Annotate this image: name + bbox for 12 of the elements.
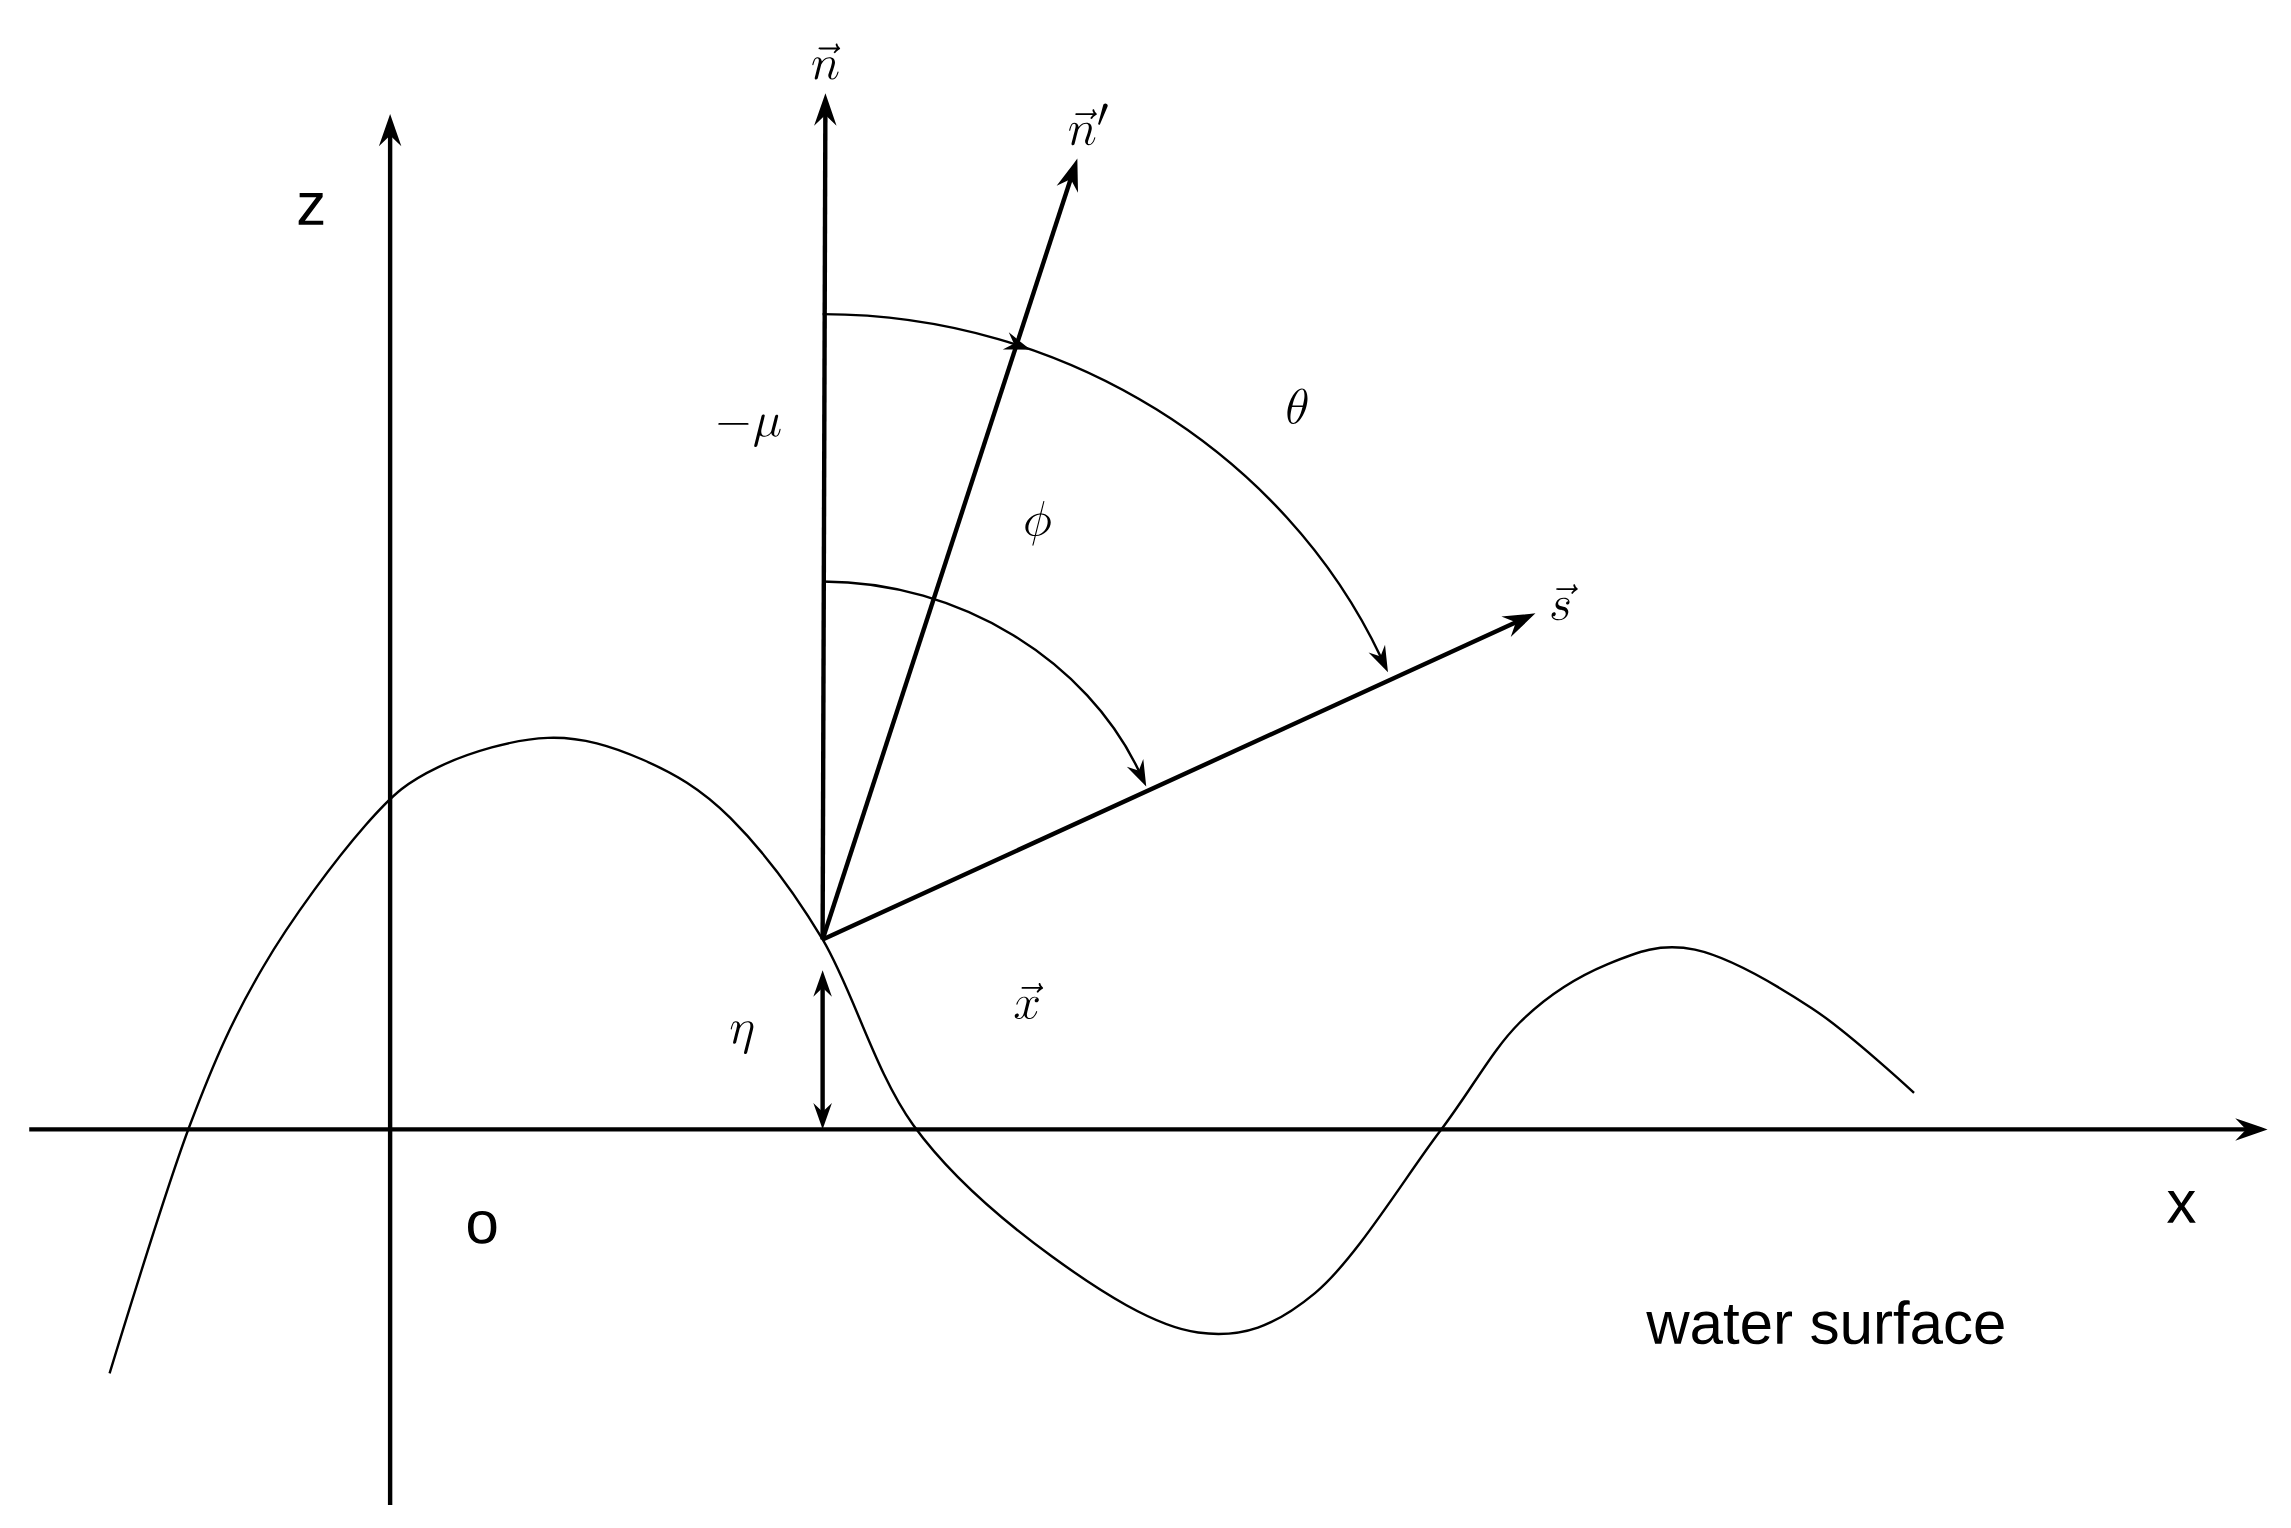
height-label: $\eta$ <box>730 1021 754 1054</box>
axis-label: x <box>2167 1190 2196 1223</box>
angle-label: $\phi$ <box>1025 500 1051 546</box>
vector-label: $\vec{n}'$ <box>1069 103 1108 146</box>
angle-label: $-\mu$ <box>718 414 781 447</box>
axis-label: z <box>298 192 324 225</box>
position-label: $\vec{x}$ <box>1014 982 1044 1019</box>
origin-label: o <box>468 1210 497 1244</box>
angle-label: $\theta$ <box>1287 388 1308 424</box>
curve-label: water surface <box>1646 1300 2004 1345</box>
vector-label: $\vec{n}$ <box>812 43 841 80</box>
vector-label: $\vec{s}$ <box>1551 584 1578 621</box>
